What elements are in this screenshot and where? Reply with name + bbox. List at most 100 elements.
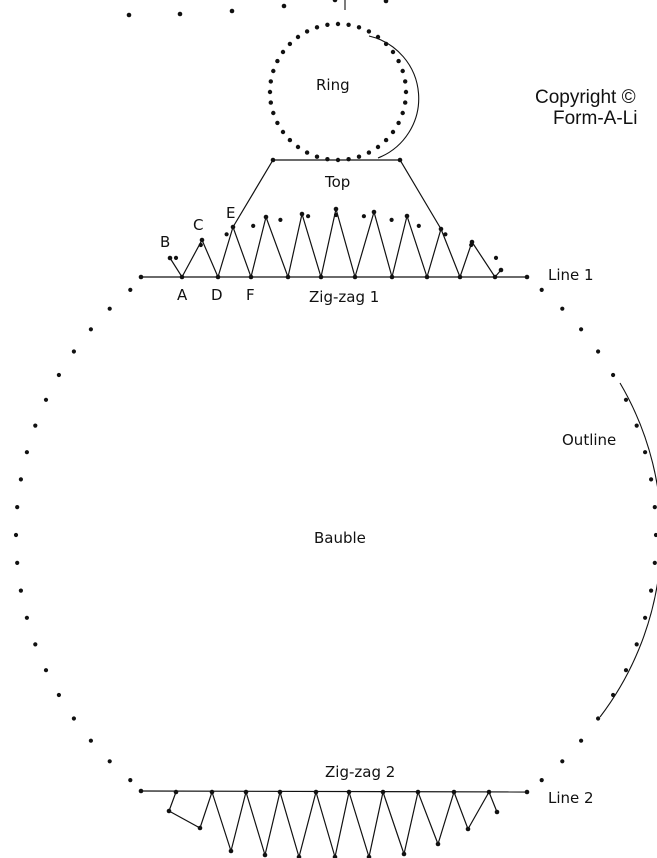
zigzag-2: [168, 789, 498, 858]
outline-label: Outline: [562, 431, 616, 449]
hole-dot: [404, 213, 410, 219]
ring-dot: [356, 154, 362, 159]
outline-dot: [596, 349, 601, 354]
hole-dot: [299, 211, 305, 217]
outline-stitch-arc: [599, 382, 657, 718]
ring-dot: [375, 144, 381, 150]
outline-dot: [56, 692, 62, 698]
hole-dot: [215, 274, 221, 280]
hole-dot: [352, 274, 358, 280]
outline-dot: [88, 327, 93, 332]
outline-dot: [539, 287, 544, 292]
ring-dot: [390, 49, 396, 55]
outline-dot: [443, 232, 448, 237]
hole-dot: [438, 226, 444, 232]
hole-dot: [457, 274, 463, 280]
ring-dot: [325, 22, 330, 27]
hole-dot: [524, 789, 530, 795]
ring-dot: [304, 150, 310, 155]
outline-dot: [611, 372, 616, 378]
hole-dot: [296, 854, 302, 858]
hole-dot: [401, 851, 407, 857]
hole-dot: [469, 239, 475, 245]
ring-dot: [335, 157, 341, 163]
hole-dot: [209, 789, 215, 795]
hole-dot: [465, 826, 471, 832]
copyright-line-1: Copyright ©: [535, 87, 636, 108]
outline-dot: [361, 214, 366, 219]
ring-dot: [383, 137, 389, 143]
hole-dot: [230, 224, 236, 230]
hole-dot: [389, 274, 395, 280]
ring-dot: [280, 129, 286, 135]
ring-label: Ring: [316, 76, 350, 94]
outline-dot: [539, 778, 544, 783]
ring-dot: [346, 22, 351, 27]
hole-dot: [332, 0, 338, 3]
hole-dot: [281, 3, 287, 9]
ring-dot: [400, 68, 405, 74]
hole-dot: [492, 274, 498, 280]
ring-dot: [346, 157, 351, 162]
hole-dot: [262, 852, 268, 858]
hole-dot: [333, 206, 339, 212]
point-a-label: A: [177, 286, 188, 304]
outline-dot: [560, 759, 565, 764]
ring: [267, 21, 409, 163]
hole-dot: [451, 789, 457, 795]
outline-dot: [71, 349, 76, 354]
outline-dot: [18, 477, 23, 482]
outline-dot: [107, 759, 112, 764]
ring-dot: [335, 21, 341, 27]
hole-dot: [285, 274, 291, 280]
hole-markers: [126, 0, 530, 858]
outline-dot: [416, 223, 421, 228]
ring-dot: [268, 100, 273, 105]
outline-dot: [634, 423, 639, 428]
outline-dot: [623, 397, 629, 402]
outline-dot: [643, 450, 648, 455]
outline-dot: [389, 217, 394, 222]
outline-dot: [88, 738, 93, 743]
outline-dot: [579, 738, 584, 743]
ring-dot: [287, 41, 293, 47]
outline-dot: [493, 255, 499, 260]
hole-dot: [197, 825, 203, 831]
outline-dot: [652, 505, 657, 510]
outline-dot: [224, 232, 229, 237]
outline-dot: [18, 588, 23, 593]
hole-dot: [177, 11, 183, 17]
hole-dot: [435, 841, 441, 847]
top-outline: [232, 159, 442, 230]
copyright-line-2: Form-A-Li: [553, 108, 637, 129]
zigzag-1: [169, 208, 502, 280]
bauble-outline: [13, 212, 657, 783]
outline-dot: [251, 223, 256, 228]
bauble-label: Bauble: [314, 529, 366, 547]
ring-dot: [275, 58, 280, 64]
outline-dot: [643, 615, 648, 620]
outline-dot: [173, 255, 179, 260]
hole-dot: [277, 789, 283, 795]
top-label: Top: [324, 173, 350, 191]
hole-dot: [397, 157, 403, 163]
hole-dot: [248, 274, 254, 280]
point-b-label: B: [160, 233, 170, 251]
outline-dot: [198, 242, 203, 248]
hole-dot: [138, 274, 144, 280]
point-d-label: D: [211, 286, 223, 304]
hole-dot: [494, 809, 500, 815]
point-f-label: F: [246, 286, 255, 304]
outline-dot: [623, 668, 629, 673]
hole-dot: [424, 274, 430, 280]
hole-dot: [199, 237, 205, 243]
outline-dot: [33, 423, 38, 428]
line-1-label: Line 1: [548, 266, 594, 284]
hole-dot: [173, 789, 179, 795]
point-c-label: C: [193, 216, 203, 234]
outline-dot: [24, 450, 29, 455]
hole-dot: [126, 12, 132, 18]
ring-dot: [403, 89, 409, 95]
ring-stitch-arc: [368, 35, 420, 159]
